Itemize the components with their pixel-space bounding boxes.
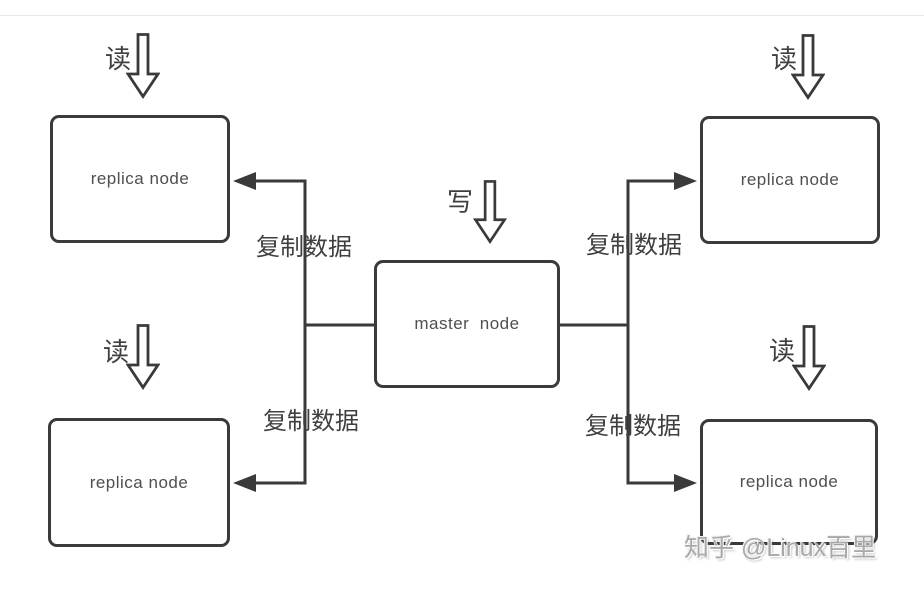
arrowhead-bottom-right <box>674 474 697 492</box>
copy-data-label: 复制数据 <box>256 234 352 261</box>
node-label: replica node <box>739 472 839 491</box>
node-label: replica node <box>740 170 840 189</box>
write-label: 写 <box>447 187 474 217</box>
top-divider-line <box>0 15 924 16</box>
read-label: 读 <box>105 44 132 74</box>
read-label: 读 <box>103 337 130 367</box>
replica-node-box-bottom-right: replica node <box>700 419 878 545</box>
arrowhead-top-right <box>674 172 697 190</box>
arrowhead-bottom-left <box>233 474 256 492</box>
replica-node-box-top-right: replica node <box>700 116 880 244</box>
node-label: master node <box>414 314 520 333</box>
arrowhead-top-left <box>233 172 256 190</box>
read-label: 读 <box>771 44 798 74</box>
copy-data-label: 复制数据 <box>263 408 359 435</box>
read-label: 读 <box>769 336 796 366</box>
master-node-box: master node <box>374 260 560 388</box>
read-arrow-icon <box>126 33 160 99</box>
copy-data-label: 复制数据 <box>586 232 682 259</box>
copy-data-label: 复制数据 <box>585 413 681 440</box>
replica-node-box-top-left: replica node <box>50 115 230 243</box>
write-arrow-icon <box>473 180 507 244</box>
read-arrow-icon <box>791 34 825 100</box>
node-label: replica node <box>89 472 189 492</box>
node-label: replica node <box>90 169 190 188</box>
read-arrow-icon <box>792 325 826 391</box>
replica-node-box-bottom-left: replica node <box>48 418 230 547</box>
read-arrow-icon <box>126 324 160 390</box>
watermark: 知乎 @Linux百里 <box>684 534 877 562</box>
